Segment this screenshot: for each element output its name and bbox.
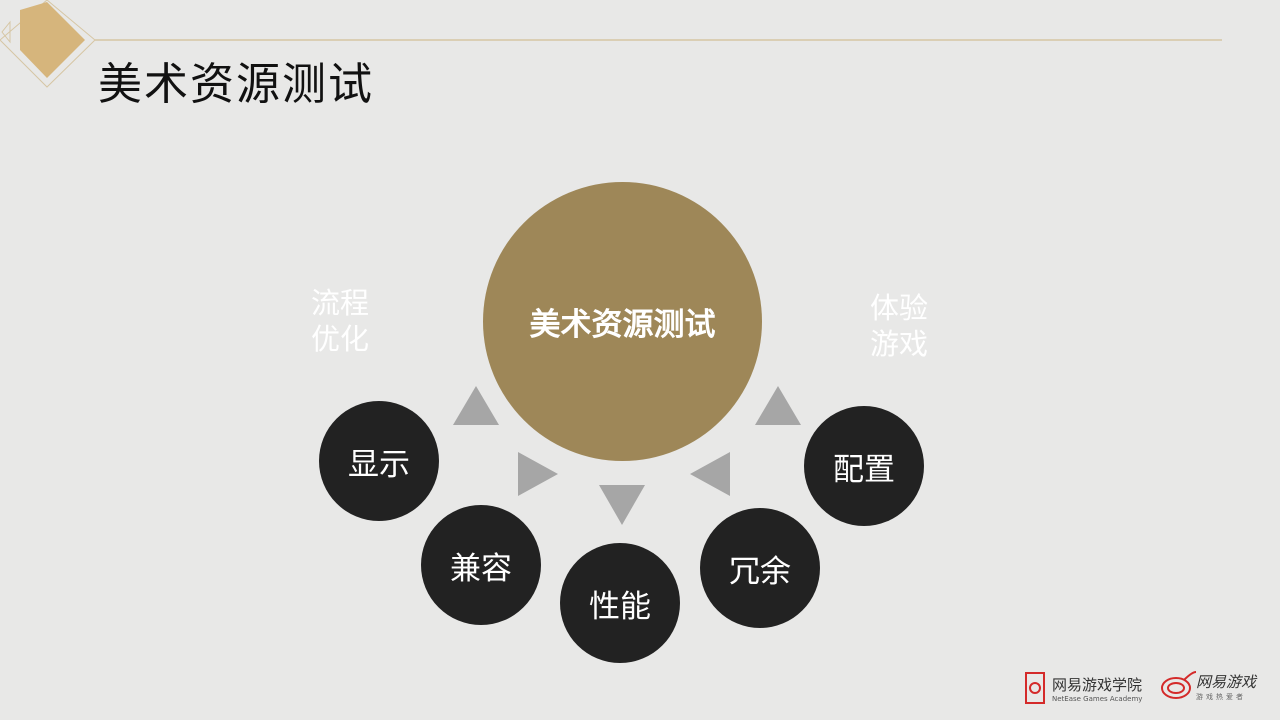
node-config: 配置 [804,406,924,526]
node-performance: 性能 [560,543,680,663]
side-left-line2: 优化 [311,322,370,356]
arrow-up-icon [755,386,801,425]
games-logo-sub: 游戏热爱者 [1196,692,1246,701]
games-logo-text: 网易游戏 [1196,672,1257,691]
header-decoration [0,0,1222,88]
side-left-line1: 流程 [311,286,370,320]
netease-games-logo: 网易游戏 游戏热爱者 [1160,670,1256,702]
node-compat: 兼容 [421,505,541,625]
academy-seal-icon [1025,672,1045,704]
arrow-up-icon [453,386,499,425]
side-label-left: 流程 优化 [311,285,381,357]
academy-name-cn: 网易游戏学院 [1052,675,1143,694]
arrow-right-icon [518,452,558,496]
academy-logo: 网易游戏学院 NetEase Games Academy [1024,670,1142,706]
center-circle: 美术资源测试 [483,182,762,461]
side-label-right: 体验 游戏 [870,290,940,362]
netease-swirl-icon [1161,671,1196,699]
arrow-down-icon [599,485,645,525]
side-right-line2: 游戏 [870,327,929,361]
page-title: 美术资源测试 [98,59,374,110]
academy-name-en: NetEase Games Academy [1052,694,1143,703]
side-right-line1: 体验 [870,291,929,325]
node-redundancy: 冗余 [700,508,820,628]
arrow-left-icon [690,452,730,496]
node-display: 显示 [319,401,439,521]
